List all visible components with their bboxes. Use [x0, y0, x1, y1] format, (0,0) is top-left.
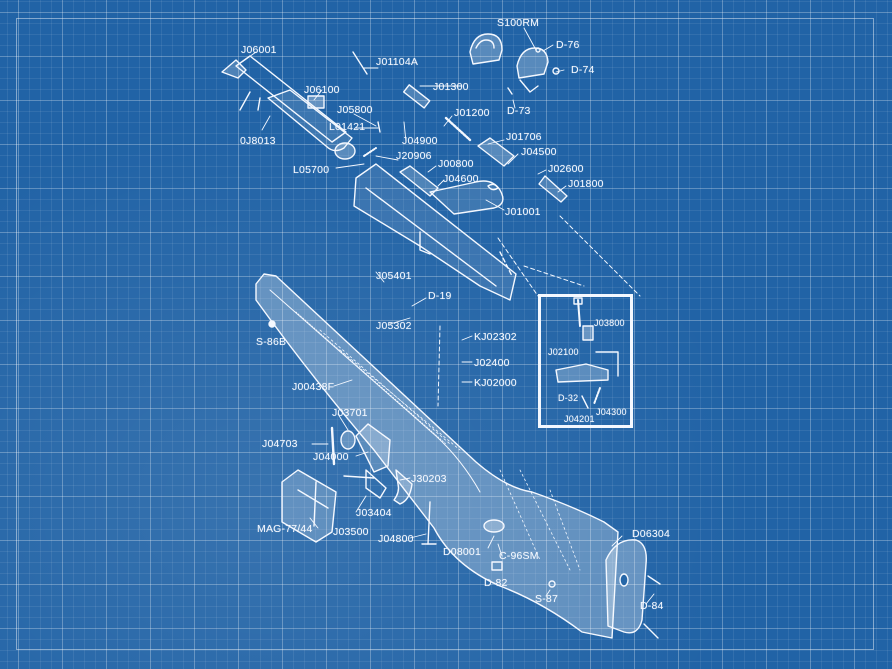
- receiver-part: [353, 163, 517, 301]
- label-d19: D-19: [428, 290, 452, 302]
- label-d06304: D06304: [632, 528, 670, 540]
- magazine-part: [281, 469, 337, 543]
- label-l05700: L05700: [293, 164, 330, 176]
- barrel-part: [221, 55, 356, 160]
- trigger-group-part: [330, 423, 413, 505]
- label-j06100: J06100: [304, 84, 340, 96]
- blueprint-border: [16, 18, 874, 650]
- label-j01200: J01200: [454, 107, 490, 119]
- label-d84: D-84: [640, 600, 664, 612]
- label-mag-77-44: MAG-77/44: [257, 523, 313, 535]
- inset-label-j03800: J03800: [594, 318, 625, 328]
- label-j04800: J04800: [378, 533, 414, 545]
- label-j03404: J03404: [356, 507, 392, 519]
- buttplate-part: [605, 539, 661, 639]
- inset-label-j02100: J02100: [548, 347, 579, 357]
- stock-part: [255, 273, 619, 639]
- label-j04500: J04500: [521, 146, 557, 158]
- label-j01104a: J01104A: [376, 56, 419, 68]
- label-j04703: J04703: [262, 438, 298, 450]
- scope-ring-front-part: [469, 33, 560, 95]
- label-kj02000: KJ02000: [474, 377, 517, 389]
- label-j05800: J05800: [337, 104, 373, 116]
- label-j05302: J05302: [376, 320, 412, 332]
- label-0j8013: 0J8013: [240, 135, 276, 147]
- label-j01001: J01001: [505, 206, 541, 218]
- inset-detail-drawing: [555, 297, 619, 409]
- inset-label-d32: D-32: [558, 393, 579, 403]
- label-j02600: J02600: [548, 163, 584, 175]
- label-s86b: S-86B: [256, 336, 287, 348]
- label-j01800: J01800: [568, 178, 604, 190]
- inset-detail-frame: [538, 294, 633, 428]
- label-c96sm: C-96SM: [499, 550, 539, 562]
- label-l01421: L01421: [329, 121, 366, 133]
- inset-label-j04300: J04300: [596, 407, 627, 417]
- small-parts: [307, 51, 472, 157]
- screws-part: [268, 320, 556, 588]
- label-s100rm: S100RM: [497, 17, 540, 29]
- label-j00800: J00800: [438, 158, 474, 170]
- label-j00438f: J00438F: [292, 381, 335, 393]
- label-d76: D-76: [556, 39, 580, 51]
- label-s87: S-87: [535, 593, 558, 605]
- label-j05401: J05401: [376, 270, 412, 282]
- label-j03500: J03500: [333, 526, 369, 538]
- leader-lines: [241, 27, 655, 605]
- label-d82: D-82: [484, 577, 508, 589]
- alignment-lines: [437, 215, 641, 407]
- bolt-part: [399, 137, 568, 215]
- label-d73: D-73: [507, 105, 531, 117]
- label-j20906: J20906: [396, 150, 432, 162]
- label-j02400: J02400: [474, 357, 510, 369]
- label-j01706: J01706: [506, 131, 542, 143]
- inset-label-j04201: J04201: [564, 414, 595, 424]
- label-j04600: J04600: [443, 173, 479, 185]
- label-j04900: J04900: [402, 135, 438, 147]
- label-j06001: J06001: [241, 44, 277, 56]
- label-kj02302: KJ02302: [474, 331, 517, 343]
- label-d08001: D08001: [443, 546, 481, 558]
- label-j01300: J01300: [433, 81, 469, 93]
- label-d74: D-74: [571, 64, 595, 76]
- label-j03701: J03701: [332, 407, 368, 419]
- label-j30203: J30203: [411, 473, 447, 485]
- label-j04000: J04000: [313, 451, 349, 463]
